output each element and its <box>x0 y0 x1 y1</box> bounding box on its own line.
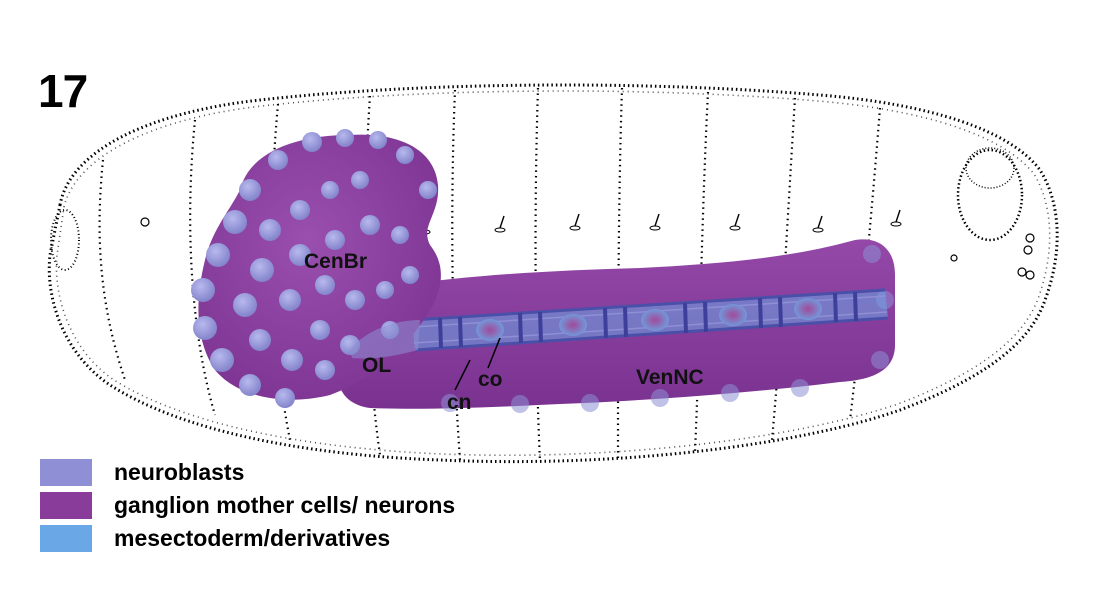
label-cenbr: CenBr <box>304 250 367 273</box>
legend-label: mesectoderm/derivatives <box>114 525 391 551</box>
legend-item: neuroblasts <box>40 456 455 489</box>
label-ol: OL <box>362 354 391 377</box>
legend-swatch-gmc-neurons <box>40 492 92 519</box>
brain <box>191 129 441 408</box>
ventral-nerve-cord <box>338 239 895 413</box>
legend-item: ganglion mother cells/ neurons <box>40 489 455 522</box>
leader-lines <box>454 337 501 391</box>
legend-label: ganglion mother cells/ neurons <box>114 492 456 518</box>
legend-swatch-neuroblasts <box>40 459 92 486</box>
legend: neuroblasts ganglion mother cells/ neuro… <box>40 456 455 555</box>
label-vennc: VenNC <box>636 366 704 389</box>
legend-item: mesectoderm/derivatives <box>40 522 455 555</box>
stage-number: 17 <box>38 65 88 117</box>
legend-label: neuroblasts <box>114 459 245 485</box>
label-co: co <box>478 368 503 391</box>
label-cn: cn <box>447 391 472 414</box>
legend-swatch-mesectoderm <box>40 525 92 552</box>
midline-ladder <box>411 288 889 352</box>
